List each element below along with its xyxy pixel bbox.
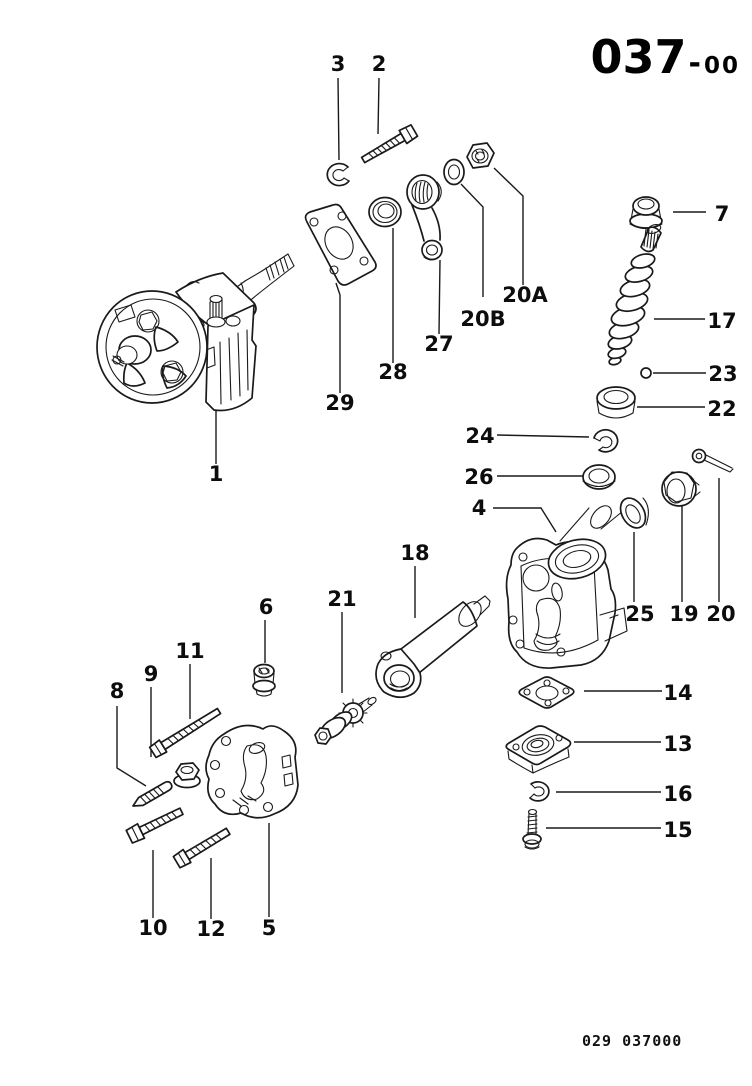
part-14-gasket <box>518 676 575 709</box>
page-code-dash: - <box>688 46 701 81</box>
callout-9: 9 <box>144 662 159 686</box>
callout-1: 1 <box>209 462 224 486</box>
callout-29: 29 <box>325 391 354 415</box>
part-20-cotter-pin <box>691 448 734 473</box>
leader-3 <box>337 77 340 161</box>
part-4-housing <box>505 505 628 669</box>
part-10-bolt <box>125 807 184 844</box>
part-17-worm-shaft <box>607 223 662 366</box>
part-26-seal-ring <box>582 464 616 490</box>
part-5-side-cover <box>205 724 299 819</box>
leader-4 <box>493 507 557 533</box>
part-20a-nut <box>466 142 495 169</box>
page-code-main: 037 <box>590 30 687 84</box>
leader-27 <box>438 259 441 335</box>
callout-17: 17 <box>707 309 736 333</box>
part-20b-washer <box>443 158 465 186</box>
leader-lines <box>116 77 720 919</box>
part-13-cover-plate <box>505 725 572 774</box>
part-25-shaft-seal <box>619 497 649 529</box>
page-code: 037 - 00 <box>591 34 741 81</box>
part-22-cup-seal <box>596 386 636 419</box>
part-28-bushing <box>368 196 402 228</box>
part-8-stud <box>132 780 173 807</box>
part-11-bolt <box>148 707 222 759</box>
callout-19: 19 <box>669 602 698 626</box>
callout-13: 13 <box>663 732 692 756</box>
part-6-flanged-nut <box>252 663 276 697</box>
callout-12: 12 <box>196 917 225 941</box>
callout-16: 16 <box>663 782 692 806</box>
page-code-sub: 00 <box>703 53 740 79</box>
part-1-steering-gear-assembly <box>96 253 295 412</box>
leader-20a <box>493 167 524 285</box>
part-2-bolt <box>360 124 419 164</box>
callout-8: 8 <box>110 679 125 703</box>
part-16-lock-washer <box>529 781 550 802</box>
callout-20a: 20A <box>502 283 548 307</box>
part-19-adjuster-nut <box>661 471 701 507</box>
document-code: 029 037000 <box>582 1032 683 1050</box>
part-15-screw <box>522 808 542 850</box>
part-27-drop-arm <box>406 174 443 261</box>
callout-7: 7 <box>715 202 730 226</box>
part-3-lock-washer <box>326 162 350 187</box>
leader-20b <box>460 183 484 297</box>
part-29-gasket-plate <box>304 203 377 286</box>
part-21-worm-gear <box>314 696 377 745</box>
callout-15: 15 <box>663 818 692 842</box>
leader-8 <box>116 706 147 787</box>
callout-labels: 1 2 3 4 5 6 7 8 9 10 11 12 13 14 15 16 1… <box>110 52 738 941</box>
callout-21: 21 <box>327 587 356 611</box>
part-9-nut-washer <box>173 762 201 789</box>
callout-28: 28 <box>378 360 407 384</box>
callout-3: 3 <box>331 52 346 76</box>
part-12-bolt <box>172 827 231 869</box>
callout-22: 22 <box>707 397 736 421</box>
callout-6: 6 <box>259 595 274 619</box>
callout-5: 5 <box>262 916 277 940</box>
leader-24 <box>496 434 590 438</box>
leader-29 <box>335 282 341 393</box>
part-24-snap-ring <box>593 429 619 453</box>
callout-4: 4 <box>472 496 487 520</box>
callout-25: 25 <box>625 602 654 626</box>
part-7-cap <box>629 196 663 230</box>
callout-26: 26 <box>464 465 493 489</box>
callout-2: 2 <box>372 52 387 76</box>
part-18-shaft <box>375 595 491 699</box>
parts-artwork <box>96 124 734 869</box>
callout-18: 18 <box>400 541 429 565</box>
callout-24: 24 <box>465 424 494 448</box>
callout-27: 27 <box>424 332 453 356</box>
leader-2 <box>377 77 380 135</box>
callout-20b: 20B <box>460 307 505 331</box>
callout-23: 23 <box>708 362 737 386</box>
callout-20: 20 <box>706 602 735 626</box>
callout-11: 11 <box>175 639 204 663</box>
callout-10: 10 <box>138 916 167 940</box>
part-23-o-ring <box>640 367 652 379</box>
callout-14: 14 <box>663 681 692 705</box>
